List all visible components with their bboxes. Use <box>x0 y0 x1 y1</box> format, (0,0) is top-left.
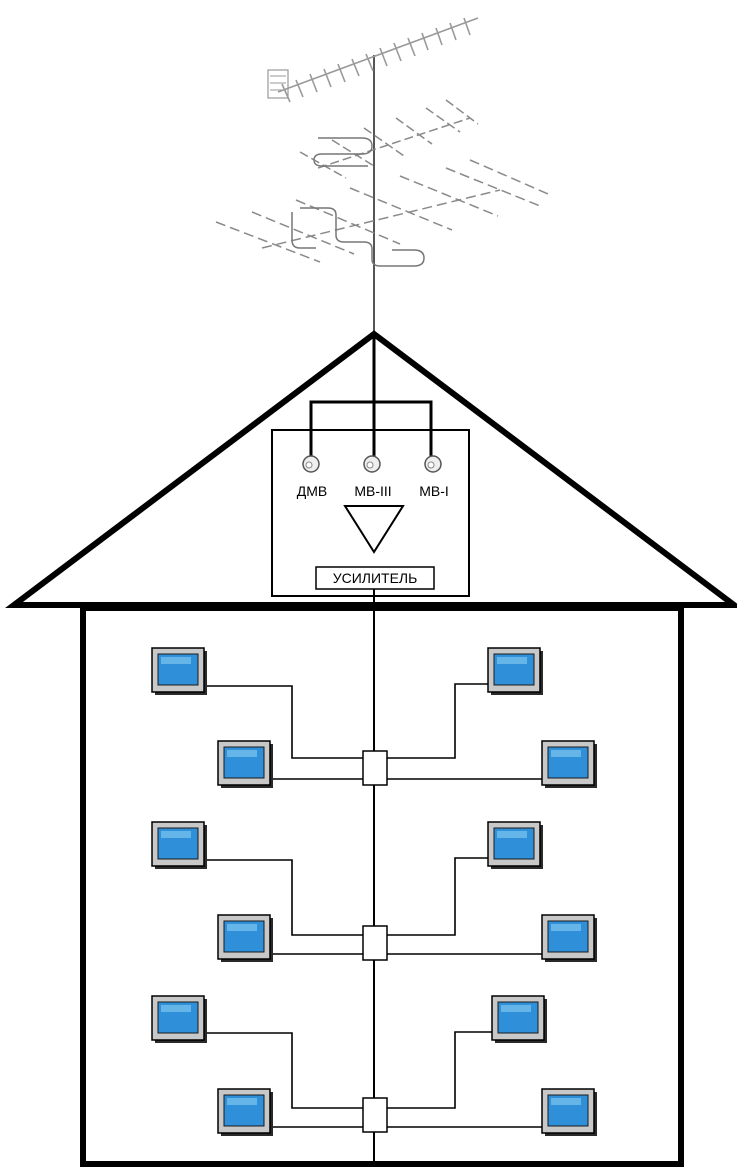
tv-icon-floor-1-left-far <box>151 995 207 1043</box>
input-label-vhf1: МВ-I <box>419 483 449 499</box>
tv-receivers <box>151 647 597 1136</box>
tv-icon-floor-2-left-far <box>151 821 207 869</box>
uhf-yagi <box>267 17 479 103</box>
input-label-vhf3: МВ-III <box>354 483 391 499</box>
floor-2-distribution <box>205 857 542 955</box>
input-label-uhf: ДМВ <box>297 483 327 499</box>
tv-icon-floor-2-right-near <box>541 914 597 962</box>
floor-3-distribution <box>205 683 542 780</box>
tv-icon-floor-3-left-near <box>217 740 273 788</box>
input-connectors <box>302 455 442 473</box>
tv-icon-floor-1-right-near <box>541 1088 597 1136</box>
splitter-floor-2 <box>362 925 388 961</box>
antenna-feed-lines <box>309 334 433 462</box>
splitter-floor-3 <box>362 750 388 786</box>
amplifier-label: УСИЛИТЕЛЬ <box>333 570 418 586</box>
vhf3-yagi <box>299 99 479 179</box>
house-body <box>80 605 684 1167</box>
tv-icon-floor-3-right-near <box>541 740 597 788</box>
vhf3-dipole <box>313 137 373 167</box>
vhf1-dipole <box>291 207 425 267</box>
tv-icon-floor-1-right-far <box>491 995 547 1043</box>
splitter-floor-1 <box>362 1097 388 1133</box>
vhf3-connector-icon <box>363 455 381 473</box>
tv-icon-floor-2-right-far <box>487 821 543 869</box>
amplifier-triangle-icon <box>343 505 405 554</box>
antenna-icon <box>215 17 549 340</box>
tv-icon-floor-1-left-near <box>217 1088 273 1136</box>
uhf-connector-icon <box>302 455 320 473</box>
tv-icon-floor-3-left-far <box>151 647 207 695</box>
vhf1-connector-icon <box>424 455 442 473</box>
tv-icon-floor-2-left-near <box>217 914 273 962</box>
floor-1-distribution <box>205 1031 542 1128</box>
tv-icon-floor-3-right-far <box>487 647 543 695</box>
vhf1-yagi <box>215 159 549 263</box>
